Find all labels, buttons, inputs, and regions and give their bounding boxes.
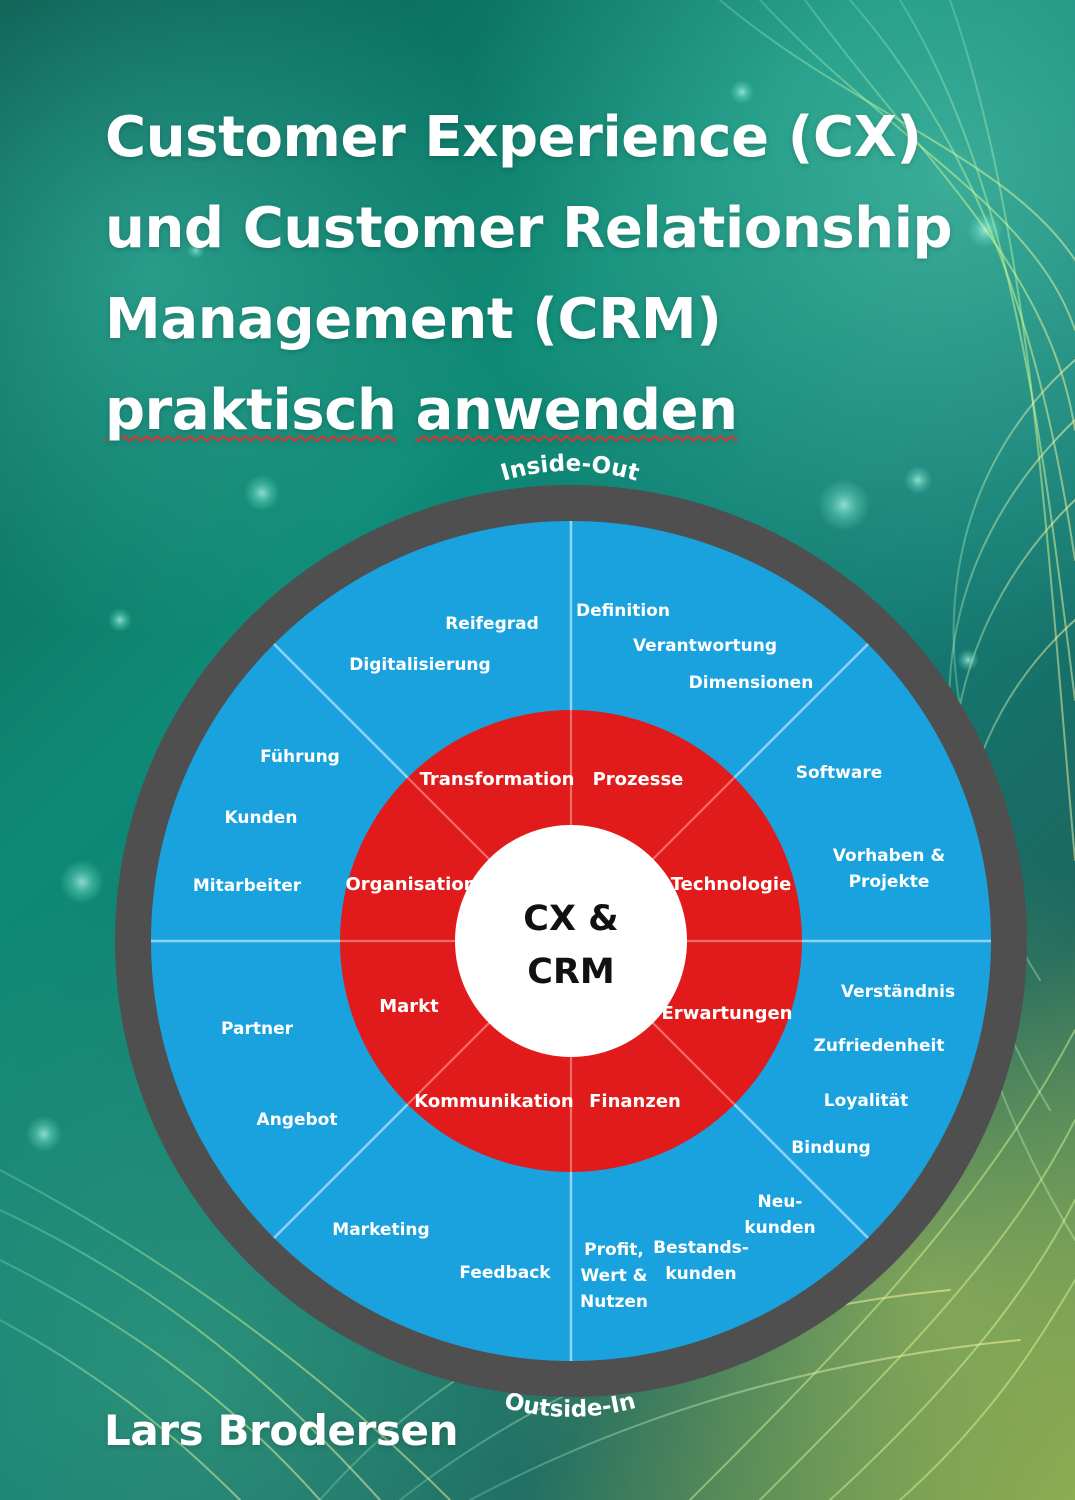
label-kommunikation: Kommunikation bbox=[414, 1091, 573, 1112]
book-title: Customer Experience (CX) und Customer Re… bbox=[105, 92, 1005, 456]
label-profit-line-1: Profit, bbox=[584, 1240, 644, 1260]
label-finanzen: Finanzen bbox=[589, 1091, 681, 1112]
label-profit-line-2: Wert & bbox=[581, 1266, 648, 1286]
center-circle bbox=[455, 825, 687, 1057]
label-verantwortung: Verantwortung bbox=[633, 636, 777, 656]
label-zufriedenheit: Zufriedenheit bbox=[814, 1036, 945, 1056]
inside-out-label: Inside-Out bbox=[498, 451, 642, 487]
label-technologie: Technologie bbox=[671, 874, 792, 895]
label-profit-line-3: Nutzen bbox=[580, 1292, 648, 1312]
label-partner: Partner bbox=[221, 1019, 294, 1039]
center-label-line-1: CX & bbox=[523, 899, 618, 939]
label-bindung: Bindung bbox=[791, 1138, 870, 1158]
label-digitalisierung: Digitalisierung bbox=[349, 655, 490, 675]
title-word-praktisch: praktisch bbox=[105, 378, 397, 443]
center-label-line-2: CRM bbox=[527, 952, 614, 992]
label-fuehrung: Führung bbox=[260, 747, 340, 767]
label-mitarbeiter: Mitarbeiter bbox=[193, 876, 302, 896]
label-reifegrad: Reifegrad bbox=[445, 614, 539, 634]
label-software: Software bbox=[796, 763, 883, 783]
label-neukunden-line-2: kunden bbox=[744, 1218, 815, 1238]
title-word-anwenden: anwenden bbox=[415, 378, 738, 443]
label-dimensionen: Dimensionen bbox=[689, 673, 814, 693]
title-line-3: Management (CRM) bbox=[105, 287, 722, 352]
label-markt: Markt bbox=[379, 996, 439, 1017]
label-organisation: Organisation bbox=[345, 874, 476, 895]
label-bestandskunden-line-1: Bestands- bbox=[653, 1238, 749, 1258]
title-line-2: und Customer Relationship bbox=[105, 196, 953, 261]
label-loyalitaet: Loyalität bbox=[824, 1091, 908, 1111]
label-erwartungen: Erwartungen bbox=[662, 1003, 793, 1024]
label-vorhaben-line-2: Projekte bbox=[849, 872, 930, 892]
title-line-4: praktisch anwenden bbox=[105, 365, 1005, 456]
label-marketing: Marketing bbox=[332, 1220, 429, 1240]
label-verstaendnis: Verständnis bbox=[841, 982, 955, 1002]
label-kunden: Kunden bbox=[225, 808, 298, 828]
label-transformation: Transformation bbox=[420, 769, 575, 790]
label-feedback: Feedback bbox=[459, 1263, 551, 1283]
label-vorhaben-line-1: Vorhaben & bbox=[833, 846, 946, 866]
label-angebot: Angebot bbox=[257, 1110, 338, 1130]
label-prozesse: Prozesse bbox=[593, 769, 684, 790]
label-bestandskunden-line-2: kunden bbox=[665, 1264, 736, 1284]
author-name: Lars Brodersen bbox=[104, 1406, 459, 1455]
label-neukunden-line-1: Neu- bbox=[758, 1192, 803, 1212]
title-line-1: Customer Experience (CX) bbox=[105, 105, 922, 170]
label-definition: Definition bbox=[576, 601, 670, 621]
